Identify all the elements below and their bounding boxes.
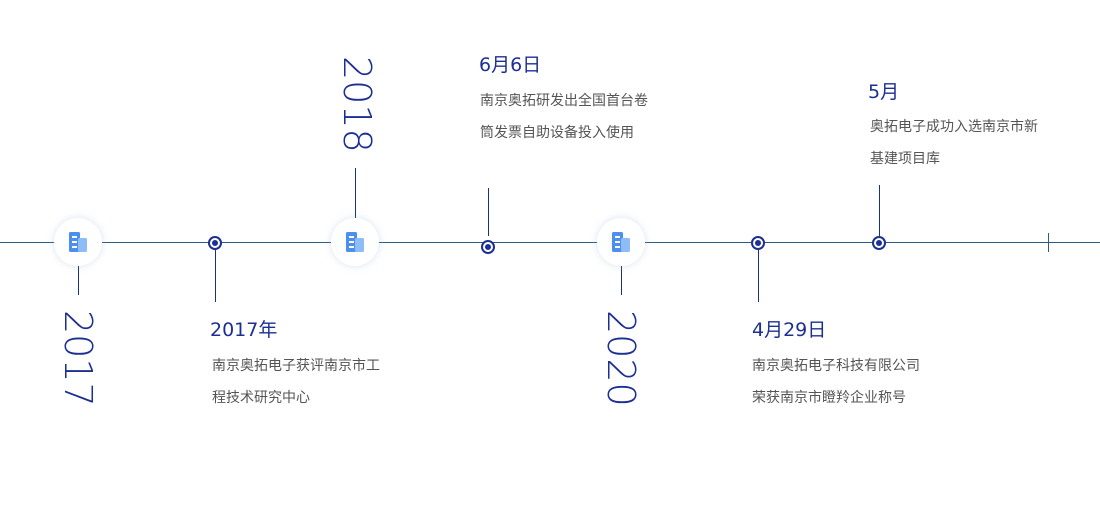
year-node-2018 [331,218,379,266]
event-connector-2017 [215,249,216,302]
year-label-2017: 2017 [56,310,100,407]
event-date-05: 5月 [868,81,900,103]
timeline-dot-0429 [751,236,765,250]
year-node-2020 [597,218,645,266]
year-connector-2017 [78,266,79,295]
event-text-0606: 南京奥拓研发出全国首台卷筒发票自助设备投入使用 [480,93,648,141]
event-date-0429: 4月29日 [752,319,827,341]
building-icon [612,232,630,252]
event-date-2017: 2017年 [210,319,278,341]
building-icon [69,232,87,252]
year-label-2018: 2018 [335,56,379,153]
timeline-dot-0606 [481,240,495,254]
year-label-2020: 2020 [599,310,643,407]
event-connector-0429 [758,249,759,302]
timeline-axis [0,242,1100,243]
timeline-dot-05 [872,236,886,250]
building-icon [346,232,364,252]
event-connector-05 [879,185,880,236]
timeline-dot-2017 [208,236,222,250]
year-connector-2018 [355,168,356,218]
year-node-2017 [54,218,102,266]
timeline-end-tick [1048,233,1049,252]
event-text-0429: 南京奥拓电子科技有限公司荣获南京市瞪羚企业称号 [752,358,920,406]
event-date-0606: 6月6日 [479,54,542,76]
year-connector-2020 [621,266,622,295]
event-text-2017: 南京奥拓电子获评南京市工程技术研究中心 [212,358,380,406]
event-text-05: 奥拓电子成功入选南京市新基建项目库 [870,119,1038,167]
event-connector-0606 [488,188,489,236]
